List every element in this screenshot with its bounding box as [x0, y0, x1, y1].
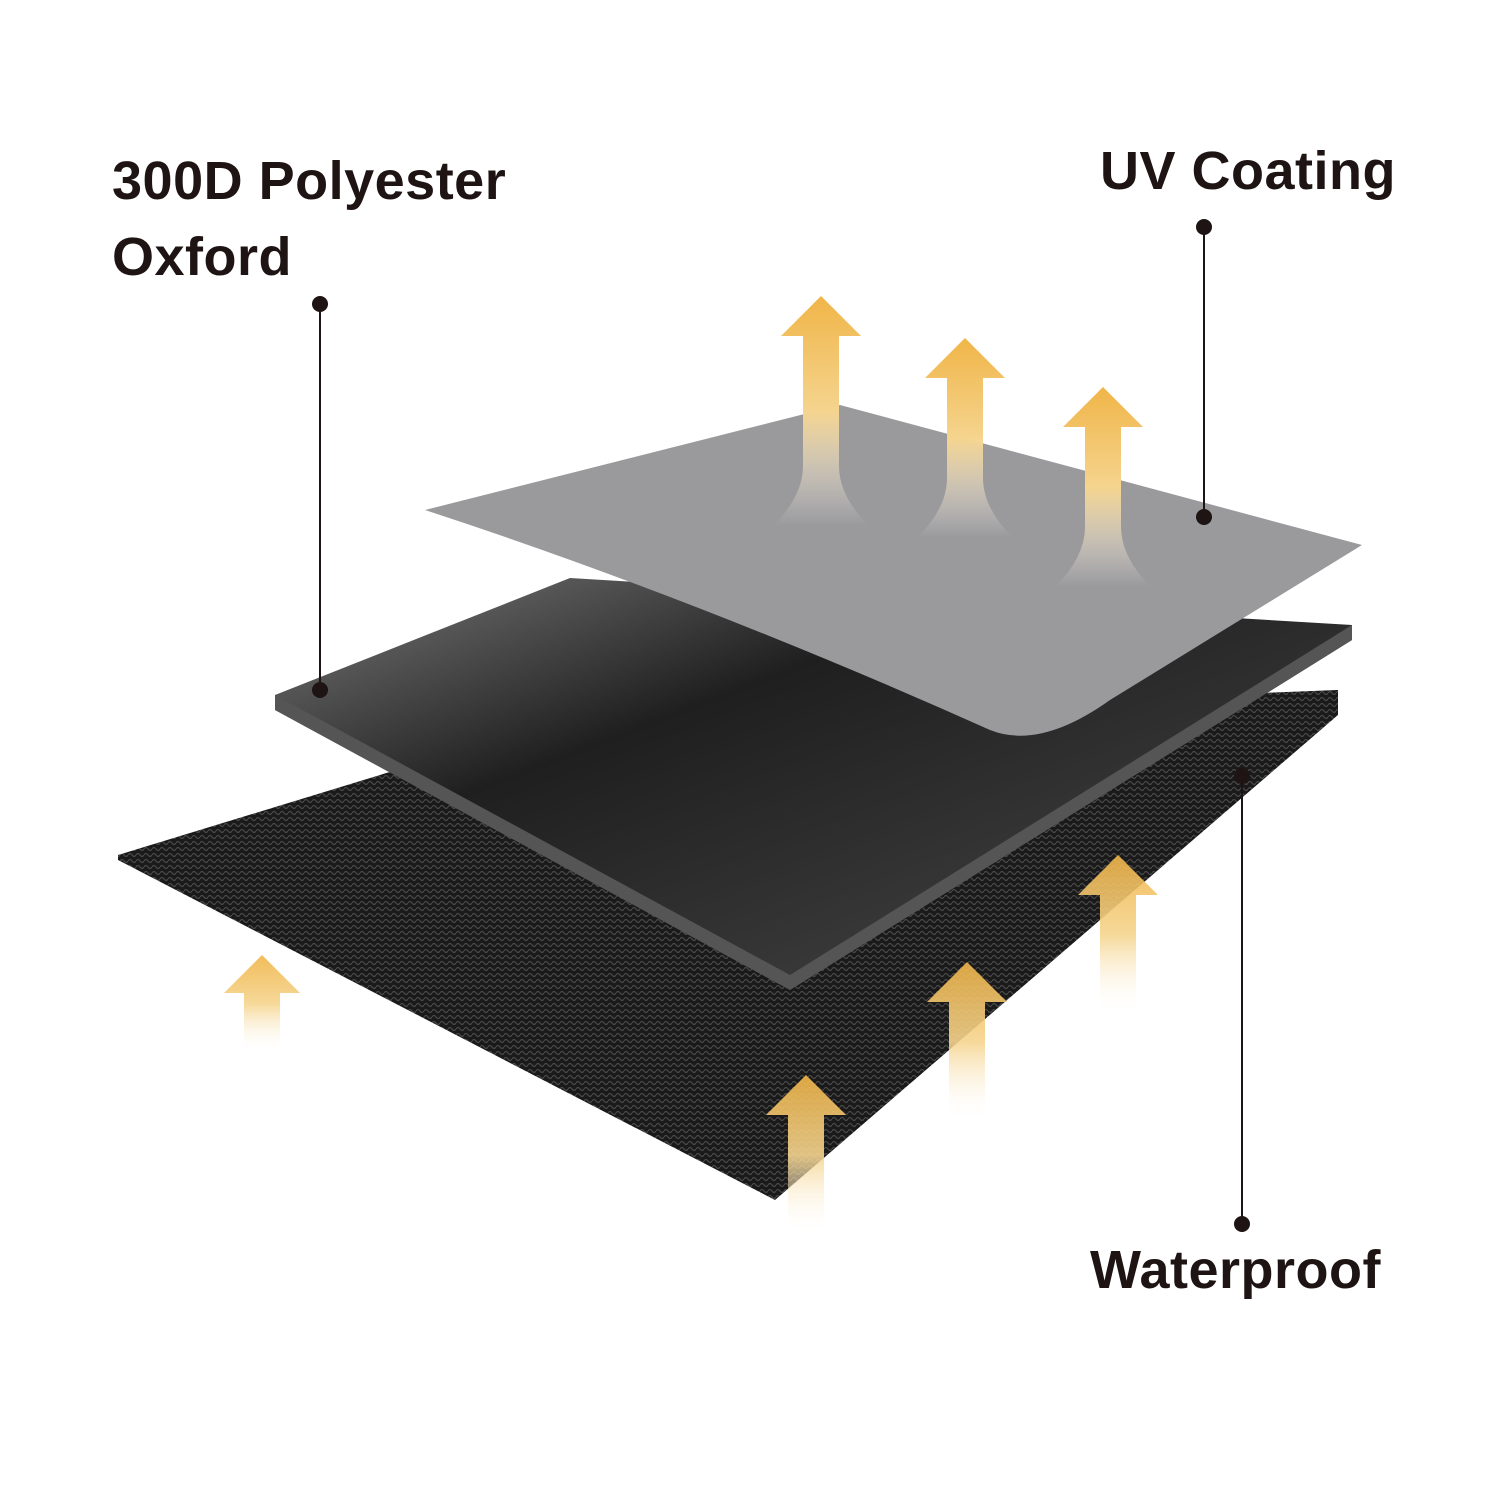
uv-callout-line	[1203, 227, 1205, 517]
waterproof-callout-line	[1241, 776, 1243, 1224]
waterproof-label: Waterproof	[1090, 1240, 1381, 1300]
polyester-label-line2: Oxford	[112, 227, 293, 287]
breathability-arrows-lower	[224, 855, 1158, 1235]
uv-callout-dot-bottom	[1196, 509, 1212, 525]
polyester-callout-line	[319, 304, 321, 690]
polyester-label-line1: 300D Polyester	[112, 151, 507, 211]
uv-coating-label: UV Coating	[1100, 141, 1396, 201]
breathability-arrows-upper	[773, 296, 1151, 587]
uv-coating-layer	[425, 405, 1362, 736]
polyester-oxford-label: 300D Polyester Oxford	[112, 143, 506, 295]
waterproof-callout-dot-bottom	[1234, 1216, 1250, 1232]
polyester-callout-dot-bottom	[312, 682, 328, 698]
